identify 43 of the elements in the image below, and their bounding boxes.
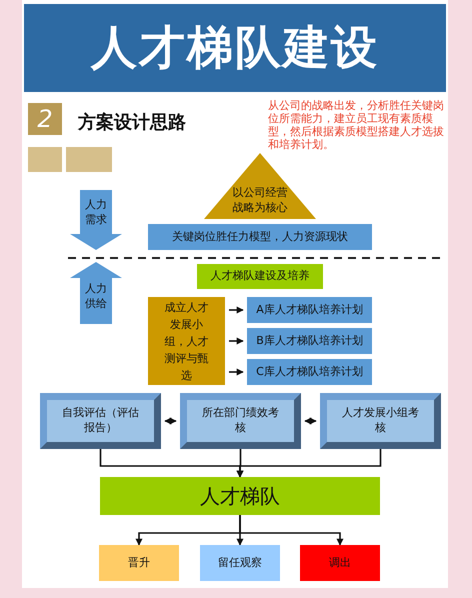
process-box	[148, 224, 372, 250]
node-text: 留任观察	[218, 556, 262, 570]
node-text: 人力需求	[84, 198, 108, 228]
title: 人才梯队建设	[91, 19, 379, 76]
section-number: 2	[28, 103, 62, 135]
connector-arrow	[236, 449, 382, 478]
connector-arrow	[229, 338, 244, 344]
process-box	[247, 359, 372, 385]
node-text: B库人才梯队培养计划	[256, 334, 363, 348]
connector-arrow	[229, 306, 244, 314]
node-text: 晋升	[128, 556, 150, 570]
process-box	[197, 264, 323, 289]
node-text: C库人才梯队培养计划	[256, 364, 363, 380]
section-heading: 方案设计思路	[78, 111, 187, 134]
process-box	[99, 545, 179, 581]
triangle-shape	[204, 153, 316, 219]
down-arrow-shape	[70, 190, 122, 250]
beveled-box	[40, 393, 161, 449]
node-text: 人才梯队	[200, 482, 280, 510]
beveled-box	[320, 393, 441, 449]
up-arrow-shape	[70, 262, 122, 324]
connector-arrow	[229, 368, 244, 376]
node-text: 人才发展小组考核	[341, 406, 420, 436]
process-box	[148, 297, 225, 385]
node-text: 所在部门绩效考核	[201, 406, 280, 436]
process-box	[247, 328, 372, 354]
process-box	[300, 545, 380, 581]
node-text: 人力供给	[84, 282, 108, 312]
connector-arrow	[164, 418, 177, 424]
node-text: 关键岗位胜任力模型，人力资源现状	[172, 230, 348, 244]
process-box	[100, 477, 380, 515]
process-box	[200, 545, 280, 581]
node-text: A库人才梯队培养计划	[256, 302, 363, 318]
node-text: 调出	[329, 556, 351, 570]
process-box	[247, 297, 372, 323]
node-text: 以公司经营战略为核心	[232, 186, 288, 216]
note-text: 从公司的战略出发，分析胜任关键岗位所需能力，建立员工现有素质模型，然后根据素质模型搭建人才选拔和培养计划。	[268, 99, 445, 153]
node-text: 人才梯队建设及培养	[210, 269, 310, 284]
connector-arrow	[304, 418, 317, 424]
connector-arrow	[239, 515, 344, 546]
node-text: 成立人才发展小组，人才测评与甄选	[164, 300, 210, 384]
beveled-box	[180, 393, 301, 449]
node-text: 自我评估（评估报告）	[61, 406, 140, 436]
